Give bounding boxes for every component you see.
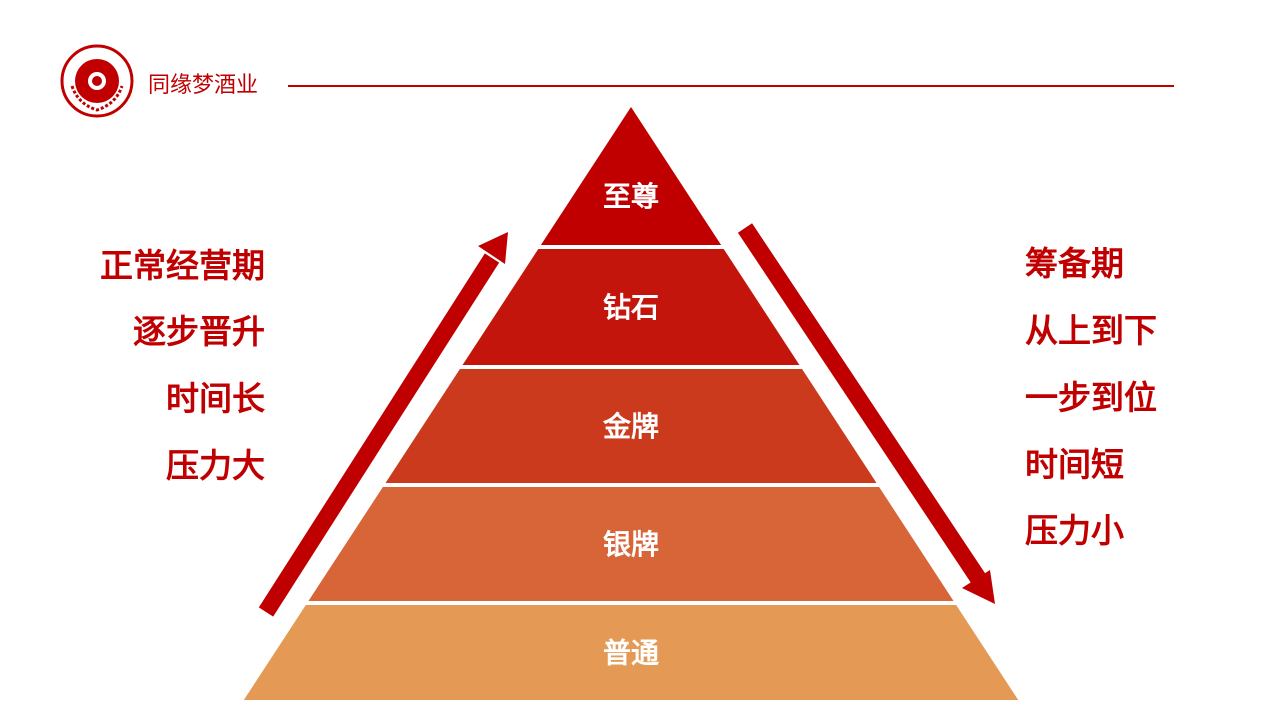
pyramid-level-label: 普通 (603, 637, 659, 670)
right-note: 一步到位 (1025, 378, 1157, 417)
pyramid-level-label: 银牌 (603, 528, 659, 561)
brand-name: 同缘梦酒业 (148, 73, 259, 98)
right-note: 压力小 (1025, 511, 1124, 550)
header-divider (288, 85, 1174, 87)
up-arrow (258, 232, 508, 617)
left-note: 正常经营期 (100, 246, 265, 285)
pyramid-level-label: 金牌 (602, 410, 659, 443)
company-logo (60, 44, 134, 118)
left-note: 逐步晋升 (133, 312, 265, 351)
pyramid-level-1 (540, 107, 722, 245)
pyramid-level-4 (308, 487, 954, 601)
right-note: 从上到下 (1025, 311, 1157, 350)
down-arrow (737, 223, 995, 604)
left-note: 时间长 (166, 379, 265, 418)
pyramid-level-5 (243, 605, 1019, 700)
pyramid-level-2 (462, 249, 800, 365)
pyramid-level-label: 至尊 (603, 180, 659, 213)
right-note: 时间短 (1025, 445, 1124, 484)
left-note: 压力大 (166, 446, 265, 485)
pyramid-level-3 (385, 369, 877, 483)
pyramid-level-label: 钻石 (603, 291, 659, 324)
right-note: 筹备期 (1025, 244, 1124, 283)
